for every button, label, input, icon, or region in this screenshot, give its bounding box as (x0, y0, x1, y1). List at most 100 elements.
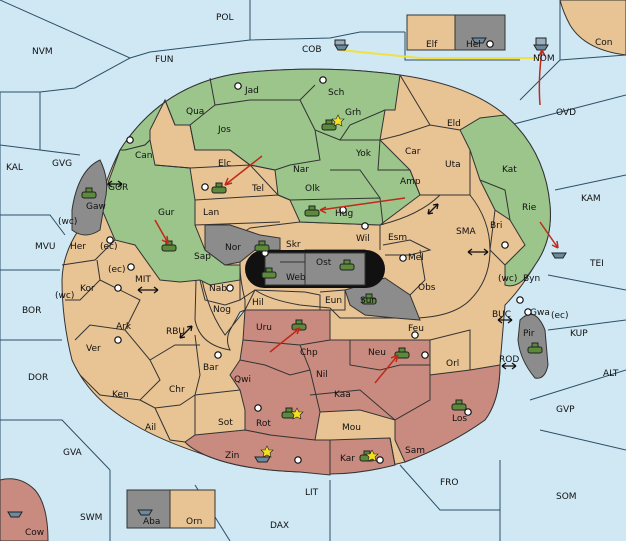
label-aba: Aba (143, 517, 160, 527)
label-sap: Sap (194, 252, 211, 262)
label-rot: Rot (256, 419, 271, 429)
supply-centers (106, 40, 532, 464)
label-buc: BUC (492, 310, 511, 320)
label-sch: Sch (328, 88, 344, 98)
label-bar: Bar (203, 363, 219, 373)
label-som: SOM (556, 492, 577, 502)
label-wil: Wil (356, 234, 370, 244)
label-ec2: (ec) (108, 265, 126, 275)
fleet-byn[interactable] (551, 252, 567, 259)
fleet-zin[interactable] (254, 456, 271, 463)
army-los[interactable] (451, 399, 467, 411)
label-pol: POL (216, 13, 234, 23)
label-kal: KAL (6, 163, 23, 173)
army-sun[interactable] (361, 293, 377, 305)
army-nor[interactable] (254, 240, 270, 252)
label-orl: Orl (446, 359, 459, 369)
label-sam: Sam (405, 446, 425, 456)
label-ark: Ark (116, 322, 132, 332)
label-kaa: Kaa (334, 390, 351, 400)
region-orn[interactable] (169, 489, 216, 529)
army-units (81, 119, 543, 462)
label-chr: Chr (169, 385, 185, 395)
label-ec1: (ec) (100, 242, 118, 252)
label-gor: GOR (108, 183, 128, 193)
label-sma: SMA (456, 227, 476, 237)
label-mel: Mel (408, 253, 424, 263)
fleet-nom[interactable] (533, 44, 549, 51)
label-kam: KAM (581, 194, 601, 204)
label-eun: Eun (325, 296, 342, 306)
label-ost: Ost (316, 258, 332, 268)
label-qwi: Qwi (234, 375, 251, 385)
label-nog: Nog (213, 305, 231, 315)
land-borders (61, 74, 511, 474)
label-esm: Esm (388, 233, 407, 243)
label-hel: Hel (466, 40, 481, 50)
label-ver: Ver (86, 344, 101, 354)
label-gur: Gur (158, 208, 175, 218)
region-hel[interactable] (454, 14, 506, 51)
region-elf[interactable] (406, 14, 456, 51)
convoy-route (339, 49, 540, 59)
army-ost[interactable] (339, 259, 355, 271)
label-zin: Zin (225, 451, 239, 461)
army-neu[interactable] (394, 347, 410, 359)
label-con: Con (595, 38, 613, 48)
army-pir[interactable] (527, 342, 543, 354)
label-nom: NOM (533, 54, 555, 64)
army-tel[interactable] (211, 182, 227, 194)
label-kor: Kor (80, 284, 95, 294)
label-pir: Pir (523, 329, 535, 339)
label-fun: FUN (155, 55, 174, 65)
label-tei: TEI (589, 259, 604, 269)
region-cow[interactable] (0, 478, 49, 541)
green-west (99, 138, 241, 286)
region-aba[interactable] (126, 489, 171, 529)
label-bor: BOR (22, 306, 41, 316)
label-dor: DOR (28, 373, 48, 383)
label-gva: GVA (63, 448, 83, 458)
label-uru: Uru (256, 323, 272, 333)
label-her: Her (70, 242, 86, 252)
label-olk: Olk (305, 184, 321, 194)
label-wc2: (wc) (498, 274, 517, 284)
label-alt: ALT (603, 369, 619, 379)
label-gwa: Gwa (530, 308, 550, 318)
label-nil: Nil (316, 370, 328, 380)
label-eld: Eld (447, 119, 461, 129)
label-neu: Neu (368, 348, 386, 358)
army-gaw[interactable] (81, 187, 97, 199)
label-lan: Lan (203, 208, 219, 218)
label-nor: Nor (225, 243, 241, 253)
label-tel: Tel (251, 184, 264, 194)
army-web[interactable] (261, 267, 277, 279)
label-fro: FRO (440, 478, 459, 488)
label-los: Los (452, 414, 467, 424)
fleet-aba[interactable] (137, 509, 153, 516)
label-kup: KUP (570, 329, 588, 339)
label-skr: Skr (286, 240, 301, 250)
label-rbu: RBU (166, 327, 185, 337)
label-swm: SWM (80, 513, 102, 523)
label-hug: Hug (335, 209, 353, 219)
red-southeast (394, 364, 501, 463)
grey-sun (344, 277, 421, 321)
label-ec3: (ec) (551, 311, 569, 321)
army-hug[interactable] (304, 205, 320, 217)
label-uta: Uta (445, 160, 461, 170)
region-con[interactable] (559, 0, 626, 56)
label-obs: Obs (418, 283, 436, 293)
label-can: Can (135, 151, 153, 161)
army-sap[interactable] (161, 240, 177, 252)
label-wc1: (wc) (58, 217, 77, 227)
army-uru[interactable] (291, 319, 307, 331)
label-gvg: GVG (52, 159, 72, 169)
label-ken: Ken (112, 390, 129, 400)
fleet-hel[interactable] (471, 37, 487, 44)
fleet-cow[interactable] (7, 511, 23, 518)
red-southwest (184, 429, 331, 476)
army-grh[interactable] (321, 119, 337, 131)
